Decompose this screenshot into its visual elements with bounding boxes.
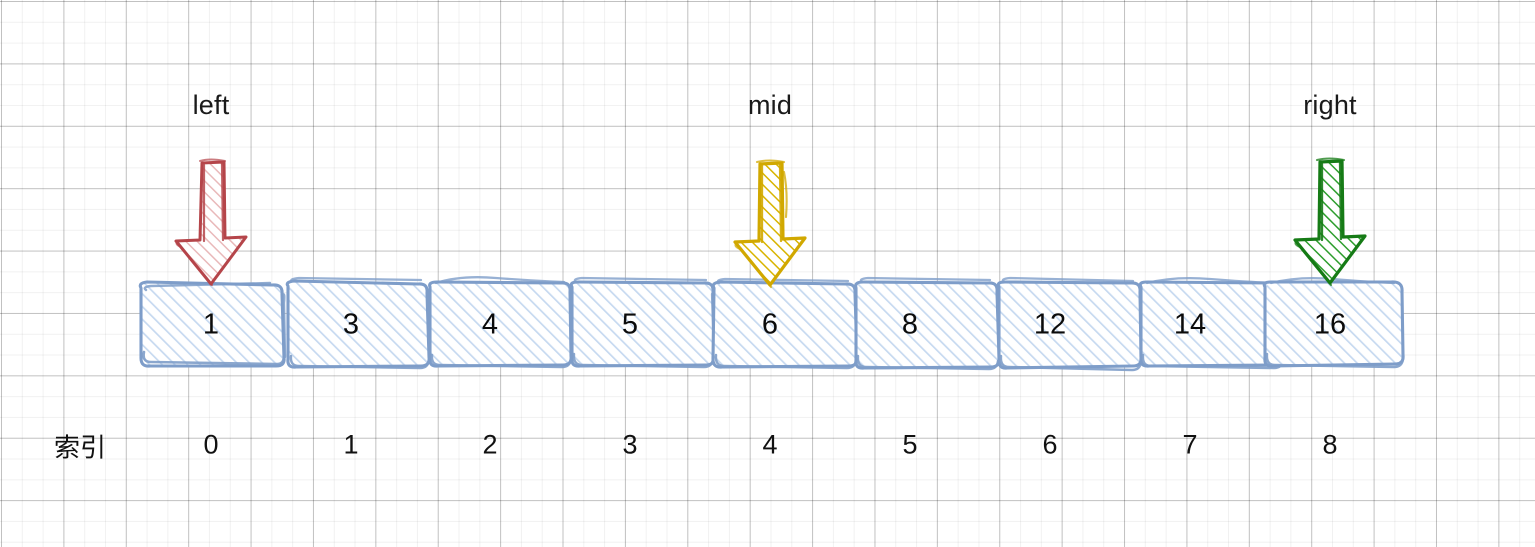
pointer-label-left: left [192, 90, 230, 120]
array-cell-box-6 [996, 276, 1143, 372]
pointer-arrow-left [174, 158, 248, 286]
pointer-label-mid: mid [747, 90, 793, 120]
pointer-label-right: right [1303, 90, 1357, 120]
array-index-3: 3 [622, 429, 638, 460]
index-row-label: 索引 [53, 433, 107, 464]
array-index-7: 7 [1182, 429, 1198, 460]
array-cell-value-2: 4 [481, 308, 499, 341]
array-cell-value-3: 5 [621, 308, 639, 341]
array-cell-box-8 [1262, 276, 1405, 369]
pointer-arrow-right [1293, 157, 1367, 287]
array-cell-value-1: 3 [342, 308, 360, 341]
array-cell-value-8: 16 [1313, 308, 1347, 341]
pointer-arrow-mid [733, 159, 807, 289]
array-cell-value-7: 14 [1173, 308, 1207, 341]
array-index-5: 5 [902, 429, 918, 460]
array-index-6: 6 [1042, 429, 1058, 460]
array-cell-value-5: 8 [901, 308, 919, 341]
array-cell-value-0: 1 [202, 308, 220, 341]
array-cell-value-4: 6 [761, 308, 779, 341]
array-cell-value-6: 12 [1033, 308, 1067, 341]
array-index-0: 0 [203, 429, 219, 460]
array-cell-box-0 [138, 280, 287, 368]
array-index-8: 8 [1322, 429, 1338, 460]
array-index-4: 4 [762, 429, 778, 460]
array-index-2: 2 [482, 429, 498, 460]
array-index-1: 1 [343, 429, 359, 460]
